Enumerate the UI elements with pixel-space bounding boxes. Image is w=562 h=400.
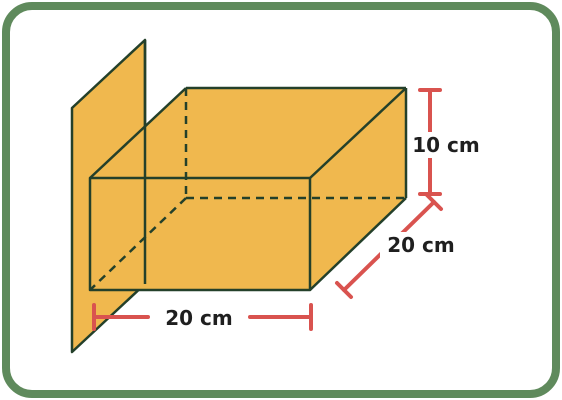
depth-label: 20 cm bbox=[387, 233, 455, 257]
box-top-face bbox=[90, 88, 406, 178]
box-front-face bbox=[90, 178, 310, 290]
box-side-face bbox=[310, 88, 406, 290]
visible-edges bbox=[88, 86, 408, 292]
top-left-edge bbox=[89, 87, 187, 179]
length-label: 20 cm bbox=[165, 306, 233, 330]
length-measure bbox=[92, 303, 313, 331]
hidden-edges bbox=[89, 88, 406, 291]
front-face-outline bbox=[88, 176, 312, 292]
top-right-edge bbox=[309, 87, 407, 179]
height-label: 10 cm bbox=[412, 133, 480, 157]
bottom-right-edge bbox=[309, 197, 407, 291]
